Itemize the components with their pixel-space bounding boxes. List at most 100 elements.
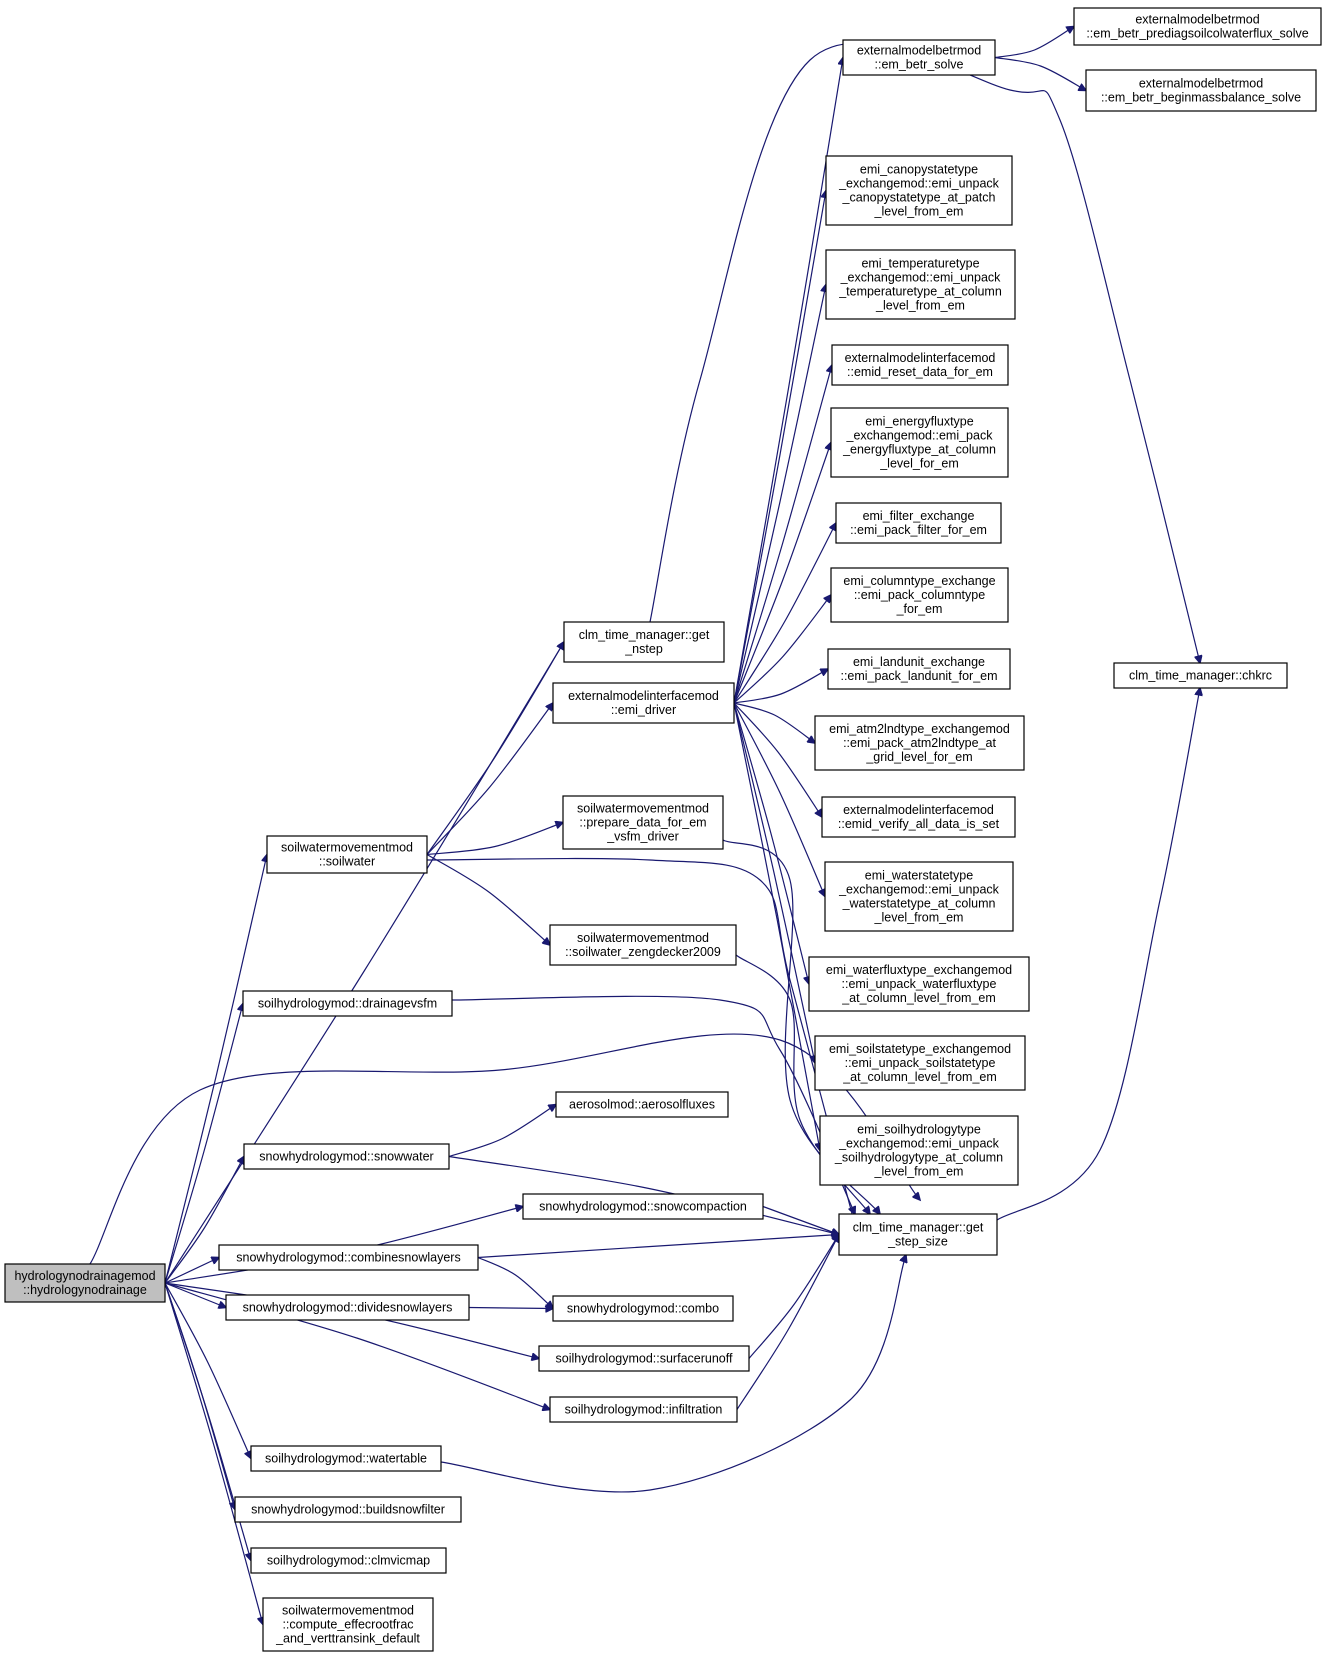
node-label-line: _vsfm_driver bbox=[606, 830, 679, 844]
node-beginmass[interactable]: externalmodelbetrmod::em_betr_beginmassb… bbox=[1085, 69, 1317, 112]
edge-combinesnow-to-combo bbox=[477, 1256, 553, 1309]
node-getstepsize[interactable]: clm_time_manager::get_step_size bbox=[838, 1213, 998, 1256]
edge-root-to-computeeffec bbox=[164, 1282, 263, 1625]
edge-snowwater-to-aerosol bbox=[448, 1105, 556, 1158]
node-combo[interactable]: snowhydrologymod::combo bbox=[552, 1295, 734, 1322]
edge-soilwater-to-emidriver bbox=[426, 703, 553, 855]
node-soilwater[interactable]: soilwatermovementmod::soilwater bbox=[266, 835, 428, 874]
node-box bbox=[549, 1396, 738, 1423]
edge-root-to-clmvicmap bbox=[164, 1282, 251, 1561]
node-preparevsfm[interactable]: soilwatermovementmod::prepare_data_for_e… bbox=[562, 795, 724, 850]
node-box bbox=[555, 1091, 729, 1118]
edge-emidriver-to-embetrsolve bbox=[733, 58, 843, 704]
node-box bbox=[835, 502, 1002, 544]
node-label-line: _and_verttransink_default bbox=[275, 1632, 420, 1646]
node-landunit[interactable]: emi_landunit_exchange::emi_pack_landunit… bbox=[827, 648, 1011, 690]
node-box bbox=[250, 1547, 447, 1574]
node-soilstate[interactable]: emi_soilstatetype_exchangemod::emi_unpac… bbox=[814, 1035, 1026, 1091]
node-label-line: clm_time_manager::get bbox=[579, 628, 710, 642]
node-label-line: ::hydrologynodrainage bbox=[23, 1283, 147, 1297]
node-label-line: externalmodelbetrmod bbox=[857, 44, 981, 58]
edge-emidriver-to-waterstate bbox=[733, 702, 825, 897]
node-label-line: externalmodelinterfacemod bbox=[843, 803, 994, 817]
node-prediag[interactable]: externalmodelbetrmod::em_betr_prediagsoi… bbox=[1073, 7, 1322, 46]
node-infiltration[interactable]: soilhydrologymod::infiltration bbox=[549, 1396, 738, 1423]
node-label-line: ::emi_pack_landunit_for_em bbox=[840, 669, 997, 683]
node-label-line: ::em_betr_solve bbox=[875, 58, 964, 72]
node-snowwater[interactable]: snowhydrologymod::snowwater bbox=[243, 1143, 450, 1170]
node-label-line: ::emid_verify_all_data_is_set bbox=[838, 817, 1000, 831]
node-label-line: emi_energyfluxtype bbox=[865, 415, 973, 429]
node-getnstep[interactable]: clm_time_manager::get_nstep bbox=[563, 621, 725, 663]
node-embetrsolve[interactable]: externalmodelbetrmod::em_betr_solve bbox=[842, 39, 996, 76]
edge-emidriver-to-atm2lnd bbox=[733, 702, 815, 743]
edge-emidriver-to-landunit bbox=[733, 669, 828, 704]
edge-emidriver-to-waterflux bbox=[733, 702, 809, 984]
edge-root-to-dividesnow bbox=[164, 1282, 226, 1308]
node-buildsnowfilter[interactable]: snowhydrologymod::buildsnowfilter bbox=[234, 1496, 462, 1523]
node-box bbox=[522, 1193, 764, 1220]
node-zengdecker[interactable]: soilwatermovementmod::soilwater_zengdeck… bbox=[549, 924, 737, 966]
node-dividesnow[interactable]: snowhydrologymod::dividesnowlayers bbox=[225, 1294, 470, 1321]
node-waterstate[interactable]: emi_waterstatetype_exchangemod::emi_unpa… bbox=[824, 861, 1014, 932]
node-surfacerunoff[interactable]: soilhydrologymod::surfacerunoff bbox=[538, 1345, 750, 1372]
edge-soilwater-to-getnstep bbox=[426, 642, 564, 855]
node-box bbox=[234, 1496, 462, 1523]
node-combinesnow[interactable]: snowhydrologymod::combinesnowlayers bbox=[218, 1244, 479, 1271]
edge-getnstep-to-chkrc bbox=[649, 42, 1200, 663]
node-soilhydrotype[interactable]: emi_soilhydrologytype_exchangemod::emi_u… bbox=[819, 1115, 1019, 1186]
node-snowcompaction[interactable]: snowhydrologymod::snowcompaction bbox=[522, 1193, 764, 1220]
node-box bbox=[563, 621, 725, 663]
node-label-line: _grid_level_for_em bbox=[865, 750, 972, 764]
node-canopy[interactable]: emi_canopystatetype_exchangemod::emi_unp… bbox=[825, 155, 1013, 226]
node-label-line: _level_from_em bbox=[874, 911, 964, 925]
node-label-line: externalmodelinterfacemod bbox=[845, 351, 996, 365]
node-filterexch[interactable]: emi_filter_exchange::emi_pack_filter_for… bbox=[835, 502, 1002, 544]
node-box bbox=[218, 1244, 479, 1271]
node-box bbox=[549, 924, 737, 966]
node-box bbox=[808, 956, 1030, 1012]
node-label-line: emi_landunit_exchange bbox=[853, 655, 985, 669]
node-box bbox=[819, 1115, 1019, 1186]
node-chkrc[interactable]: clm_time_manager::chkrc bbox=[1113, 662, 1288, 689]
node-box bbox=[830, 567, 1009, 623]
node-box bbox=[821, 796, 1016, 838]
node-box bbox=[1073, 7, 1322, 46]
node-aerosol[interactable]: aerosolmod::aerosolfluxes bbox=[555, 1091, 729, 1118]
node-energyflux[interactable]: emi_energyfluxtype_exchangemod::emi_pack… bbox=[830, 407, 1009, 478]
node-watertable[interactable]: soilhydrologymod::watertable bbox=[250, 1445, 442, 1472]
node-box bbox=[562, 795, 724, 850]
node-label-line: externalmodelbetrmod bbox=[1135, 13, 1259, 27]
node-resetdata[interactable]: externalmodelinterfacemod::emid_reset_da… bbox=[831, 344, 1009, 386]
edge-soilwater-to-getstepsize bbox=[426, 857, 855, 1225]
node-emidriver[interactable]: externalmodelinterfacemod::emi_driver bbox=[552, 682, 735, 724]
node-label-line: soilhydrologymod::surfacerunoff bbox=[556, 1352, 733, 1366]
node-temperature[interactable]: emi_temperaturetype_exchangemod::emi_unp… bbox=[825, 249, 1016, 320]
node-label-line: _waterstatetype_at_column bbox=[842, 897, 996, 911]
node-label-line: snowhydrologymod::buildsnowfilter bbox=[251, 1503, 445, 1517]
node-verifyall[interactable]: externalmodelinterfacemod::emid_verify_a… bbox=[821, 796, 1016, 838]
node-clmvicmap[interactable]: soilhydrologymod::clmvicmap bbox=[250, 1547, 447, 1574]
node-box bbox=[1085, 69, 1317, 112]
node-label-line: ::em_betr_prediagsoilcolwaterflux_solve bbox=[1086, 27, 1308, 41]
edge-emidriver-to-soilstate bbox=[733, 702, 815, 1063]
node-label-line: emi_temperaturetype bbox=[861, 257, 979, 271]
edge-emidriver-to-energyflux bbox=[733, 443, 831, 704]
edge-root-to-getstepsize bbox=[89, 1033, 920, 1265]
node-computeeffec[interactable]: soilwatermovementmod::compute_effecrootf… bbox=[262, 1597, 434, 1652]
node-waterflux[interactable]: emi_waterfluxtype_exchangemod::emi_unpac… bbox=[808, 956, 1030, 1012]
node-drainagevsfm[interactable]: soilhydrologymod::drainagevsfm bbox=[242, 990, 453, 1017]
edge-embetrsolve-to-prediag bbox=[994, 27, 1074, 59]
node-columntype[interactable]: emi_columntype_exchange::emi_pack_column… bbox=[830, 567, 1009, 623]
node-label-line: _exchangemod::emi_unpack bbox=[838, 1137, 1000, 1151]
node-label-line: snowhydrologymod::snowcompaction bbox=[539, 1200, 747, 1214]
node-box bbox=[242, 990, 453, 1017]
node-label-line: _for_em bbox=[896, 602, 943, 616]
node-label-line: hydrologynodrainagemod bbox=[14, 1269, 155, 1283]
node-root[interactable]: hydrologynodrainagemod::hydrologynodrain… bbox=[4, 1263, 166, 1303]
node-atm2lnd[interactable]: emi_atm2lndtype_exchangemod::emi_pack_at… bbox=[814, 715, 1025, 771]
node-label-line: emi_waterstatetype bbox=[865, 869, 973, 883]
node-label-line: _exchangemod::emi_unpack bbox=[840, 271, 1002, 285]
node-label-line: ::emi_pack_filter_for_em bbox=[850, 523, 987, 537]
node-box bbox=[825, 249, 1016, 320]
